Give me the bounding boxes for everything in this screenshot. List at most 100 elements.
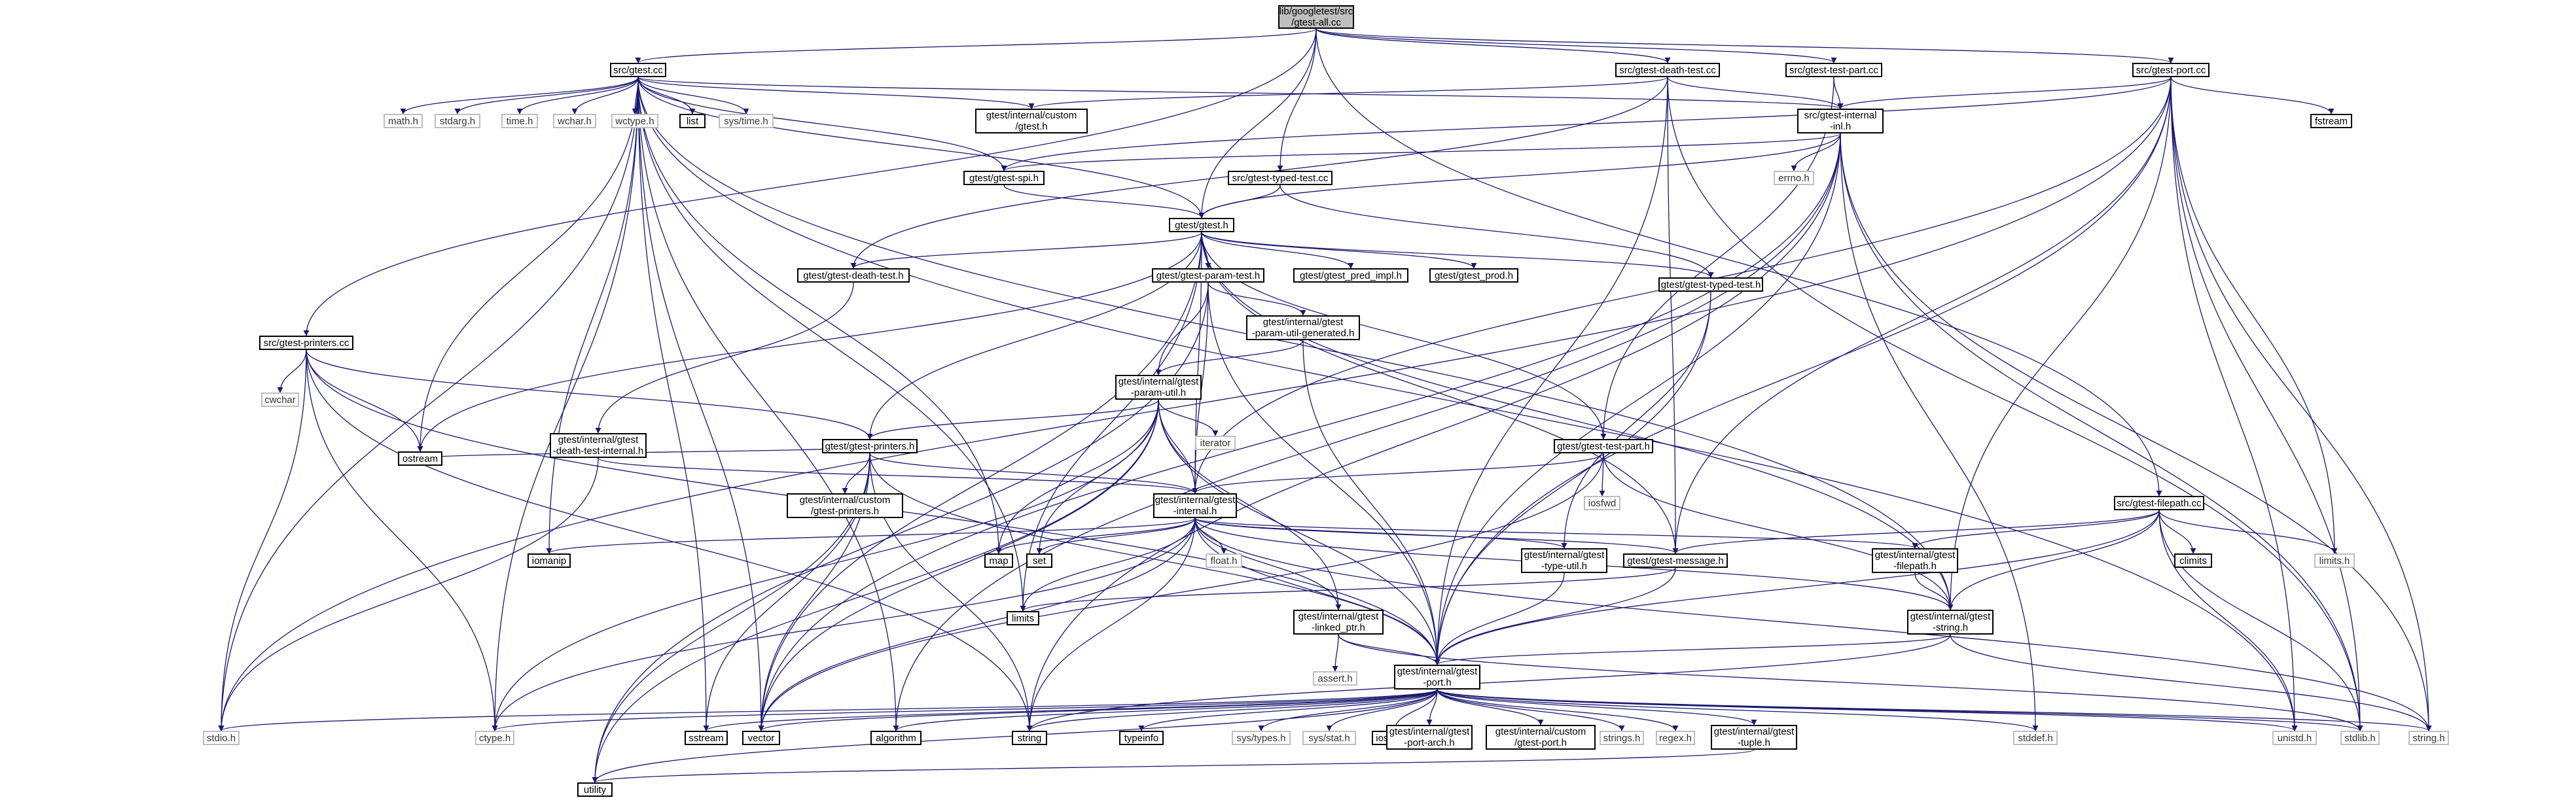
edge-printers_cc-to-gtest_printers_h [306, 349, 873, 440]
edge-root-to-test_part_cc [1315, 28, 1837, 63]
node-gtest-prod-h[interactable]: gtest/gtest_prod.h [1429, 268, 1518, 283]
node-port-arch-h[interactable]: gtest/internal/gtest -port-arch.h [1386, 725, 1473, 750]
edge-gtest_port_h-to-custom_port_h [1437, 689, 1544, 725]
node-gtest-death-test-h[interactable]: gtest/gtest-death-test.h [797, 268, 910, 283]
edge-printers_cc-to-ctype_h [306, 349, 498, 731]
node-gtest-death-test-cc[interactable]: src/gtest-death-test.cc [1615, 63, 1720, 77]
edge-typed_test_h-to-gtest_port_h [1434, 291, 1711, 665]
edge-gtest_port_h-to-sys_types_h [1258, 689, 1438, 731]
edge-root-to-gtest_h [1198, 28, 1317, 218]
node-custom-gtest-h[interactable]: gtest/internal/custom /gtest.h [975, 109, 1088, 133]
edge-gtest_printers_h-to-custom_printers_h [842, 453, 870, 494]
node-gtest-message-h[interactable]: gtest/gtest-message.h [1623, 553, 1728, 568]
node-utility[interactable]: utility [577, 782, 613, 797]
edge-typed_test_h-to-type_util_h [1561, 291, 1711, 549]
node-gtest-test-part-h[interactable]: gtest/gtest-test-part.h [1554, 439, 1653, 453]
node-gtest-spi-h[interactable]: gtest/gtest-spi.h [963, 171, 1045, 185]
node-linked-ptr-h[interactable]: gtest/internal/gtest -linked_ptr.h [1293, 610, 1384, 635]
node-assert-h: assert.h [1313, 671, 1357, 686]
node-gtest-pred-impl-h[interactable]: gtest/gtest_pred_impl.h [1293, 268, 1408, 283]
node-fstream[interactable]: fstream [2310, 114, 2352, 128]
node-death-test-internal-h[interactable]: gtest/internal/gtest -death-test-interna… [550, 433, 647, 458]
edge-gtest_test_part_h-to-gtest_string_h [1603, 453, 1954, 610]
node-gtest-all-cc[interactable]: lib/googletest/src /gtest-all.cc [1278, 5, 1354, 29]
node-gtest-printers-cc[interactable]: src/gtest-printers.cc [259, 336, 353, 350]
node-gtest-cc[interactable]: src/gtest.cc [610, 63, 666, 77]
edge-internal_inl_h-to-stddef_h [1840, 133, 2039, 731]
node-gtest-h[interactable]: gtest/gtest.h [1169, 218, 1234, 232]
node-algorithm[interactable]: algorithm [870, 731, 921, 745]
node-gtest-param-test-h[interactable]: gtest/gtest-param-test.h [1152, 268, 1264, 283]
node-limits-h: limits.h [2314, 553, 2355, 568]
edge-printers_cc-to-cwchar [277, 349, 307, 393]
node-gtest-typed-test-cc[interactable]: src/gtest-typed-test.cc [1228, 171, 1333, 185]
node-string[interactable]: string [1012, 731, 1047, 745]
edge-root-to-filepath_cc [1315, 28, 2162, 497]
edge-gtest_cc-to-iomanip [546, 77, 639, 554]
node-gtest-internal-h[interactable]: gtest/internal/gtest -internal.h [1153, 493, 1237, 518]
node-limits[interactable]: limits [1007, 611, 1039, 625]
edge-tuple_h-to-utility [592, 749, 1755, 783]
edge-death_test_internal_h-to-stdio_h [218, 457, 599, 731]
edge-internal_inl_h-to-gtest_spi_h [1001, 133, 1841, 171]
node-custom-port-h[interactable]: gtest/internal/custom /gtest-port.h [1486, 725, 1596, 750]
edge-gtest_port_h-to-port_arch_h [1426, 689, 1438, 725]
edge-gtest_cc-to-gtest_string_h [637, 77, 1954, 610]
node-sstream[interactable]: sstream [685, 731, 728, 745]
node-set[interactable]: set [1026, 553, 1052, 568]
node-list[interactable]: list [679, 114, 706, 128]
node-string-h: string.h [2408, 731, 2449, 745]
edge-typed_test_cc-to-gtest_h [1198, 184, 1281, 218]
node-unistd-h: unistd.h [2272, 731, 2317, 745]
edge-gtest_port_h-to-iostream [1391, 689, 1438, 731]
edge-gtest_port_h-to-typeinfo [1138, 689, 1438, 731]
node-custom-printers-h[interactable]: gtest/internal/custom /gtest-printers.h [787, 493, 903, 518]
edge-gtest_internal_h-to-limits [1020, 517, 1196, 612]
node-iosfwd: iosfwd [1584, 496, 1620, 510]
node-typeinfo[interactable]: typeinfo [1119, 731, 1164, 745]
edge-linked_ptr_h-to-stdlib_h [1338, 634, 2363, 731]
edge-gtest_cc-to-math_h [400, 77, 639, 114]
node-float-h: float.h [1206, 553, 1242, 568]
node-vector[interactable]: vector [742, 731, 780, 745]
edge-gtest_string_h-to-string [1026, 634, 1951, 731]
edge-gtest_internal_h-to-gtest_message_h [1194, 517, 1679, 554]
edge-filepath_cc-to-stdlib_h [2158, 510, 2363, 731]
node-tuple-h[interactable]: gtest/internal/gtest -tuple.h [1711, 725, 1797, 750]
edge-gtest_cc-to-map [637, 77, 1002, 554]
node-gtest-typed-test-h[interactable]: gtest/gtest-typed-test.h [1658, 277, 1763, 292]
node-gtest-port-cc[interactable]: src/gtest-port.cc [2132, 63, 2209, 77]
edge-death_test_internal_h-to-gtest_internal_h [598, 457, 1198, 494]
edge-root-to-typed_test_cc [1277, 28, 1317, 171]
edge-filepath_cc-to-limits_h [2158, 510, 2338, 554]
node-gtest-filepath-cc[interactable]: src/gtest-filepath.cc [2114, 496, 2204, 510]
edge-root-to-printers_cc [303, 28, 1317, 336]
node-strings-h: strings.h [1600, 731, 1644, 745]
edge-port_cc-to-fstream [2170, 77, 2334, 114]
node-gtest-internal-inl-h[interactable]: src/gtest-internal -inl.h [1797, 109, 1884, 133]
node-gtest-port-h[interactable]: gtest/internal/gtest -port.h [1394, 665, 1480, 690]
node-climits[interactable]: climits [2174, 553, 2212, 568]
edge-gtest_port_h-to-string [1026, 689, 1438, 731]
edge-gtest_cc-to-stdarg_h [454, 77, 639, 114]
node-filepath-h[interactable]: gtest/internal/gtest -filepath.h [1872, 548, 1958, 573]
edge-gtest_port_h-to-string_h [1437, 689, 2432, 731]
edge-port_cc-to-stdio_h [218, 77, 2172, 731]
node-gtest-test-part-cc[interactable]: src/gtest-test-part.cc [1785, 63, 1882, 77]
edge-param_util_h-to-iterator [1158, 399, 1219, 436]
edge-gtest_h-to-vector [758, 232, 1202, 731]
node-param-util-h[interactable]: gtest/internal/gtest -param-util.h [1115, 375, 1202, 400]
node-type-util-h[interactable]: gtest/internal/gtest -type-util.h [1521, 548, 1607, 573]
edge-port_cc-to-internal_inl_h [1837, 77, 2172, 109]
edge-param_util_h-to-ctype_h [492, 399, 1159, 731]
node-gtest-string-h[interactable]: gtest/internal/gtest -string.h [1907, 610, 1994, 635]
edge-printers_cc-to-ostream [306, 349, 423, 452]
node-ostream[interactable]: ostream [398, 451, 442, 466]
edge-filepath_cc-to-filepath_h [1912, 510, 2160, 549]
node-param-util-generated-h[interactable]: gtest/internal/gtest -param-util-generat… [1246, 315, 1360, 340]
edge-internal_inl_h-to-string [1026, 133, 1841, 731]
node-map[interactable]: map [984, 553, 1013, 568]
edge-gtest_internal_h-to-float_h [1194, 517, 1227, 554]
node-gtest-printers-h[interactable]: gtest/gtest-printers.h [822, 439, 918, 453]
node-iomanip[interactable]: iomanip [528, 553, 571, 568]
